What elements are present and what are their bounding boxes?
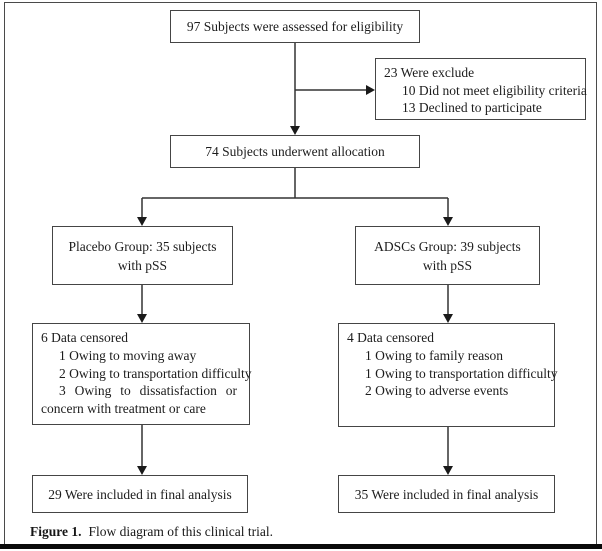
arrowhead-down-icon — [290, 126, 300, 135]
censored-left-line: concern with treatment or care — [41, 401, 206, 417]
censored-right-line: 4 Data censored — [347, 330, 434, 345]
censored-left-line: 1 Owing to moving away — [59, 347, 197, 363]
arrowhead-down-icon — [443, 217, 453, 226]
box-adscs-group: ADSCs Group: 39 subjects with pSS — [355, 226, 540, 285]
arrowhead-down-icon — [137, 217, 147, 226]
allocation-text: 74 Subjects underwent allocation — [205, 144, 385, 159]
box-eligibility-assessed: 97 Subjects were assessed for eligibilit… — [170, 10, 420, 43]
arrowhead-down-icon — [443, 466, 453, 475]
arrowhead-down-icon — [137, 466, 147, 475]
adscs-group-line1: ADSCs Group: 39 subjects — [374, 238, 521, 254]
box-allocation: 74 Subjects underwent allocation — [170, 135, 420, 168]
placebo-group-line1: Placebo Group: 35 subjects — [68, 238, 217, 254]
censored-left-line: 3 Owing to dissatisfaction or — [59, 383, 237, 399]
censored-left-line: 6 Data censored — [41, 330, 128, 345]
censored-right-line: 2 Owing to adverse events — [365, 383, 509, 399]
censored-left-line: 2 Owing to transportation difficulty — [59, 365, 252, 381]
arrowhead-down-icon — [443, 314, 453, 323]
figure-outer-frame — [4, 2, 597, 544]
adscs-group-line2: with pSS — [422, 257, 473, 273]
figure-caption-label: Figure 1. — [30, 524, 82, 539]
figure-caption: Figure 1. Flow diagram of this clinical t… — [30, 524, 273, 540]
box-censored-adscs: 4 Data censored 1 Owing to family reason… — [338, 323, 558, 427]
final-right-text: 35 Were included in final analysis — [354, 486, 539, 502]
eligibility-text: 97 Subjects were assessed for eligibilit… — [186, 19, 404, 34]
box-final-analysis-adscs: 35 Were included in final analysis — [338, 475, 555, 513]
censored-right-line: 1 Owing to family reason — [365, 347, 503, 363]
box-excluded: 23 Were exclude 10 Did not meet eligibil… — [375, 58, 587, 120]
figure-caption-text: Flow diagram of this clinical trial. — [88, 524, 273, 539]
excluded-line: 13 Declined to participate — [402, 100, 542, 115]
excluded-line: 23 Were exclude — [384, 65, 475, 80]
box-placebo-group: Placebo Group: 35 subjects with pSS — [52, 226, 233, 285]
final-left-text: 29 Were included in final analysis — [48, 486, 232, 502]
placebo-group-line2: with pSS — [117, 257, 168, 273]
bottom-rule — [0, 544, 602, 549]
censored-right-line: 1 Owing to transportation difficulty — [365, 365, 558, 381]
box-final-analysis-placebo: 29 Were included in final analysis — [32, 475, 248, 513]
excluded-line: 10 Did not meet eligibility criteria — [402, 82, 587, 98]
arrowhead-down-icon — [137, 314, 147, 323]
box-censored-placebo: 6 Data censored 1 Owing to moving away 2… — [32, 323, 252, 425]
arrowhead-right-icon — [366, 85, 375, 95]
